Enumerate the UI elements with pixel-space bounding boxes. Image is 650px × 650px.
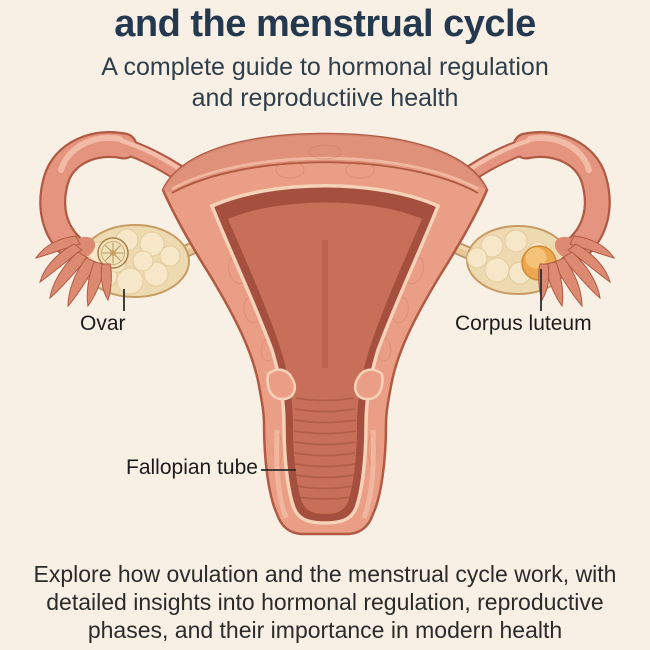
footer-line-1: Explore how ovulation and the menstrual … [33, 561, 617, 587]
corpus-luteum-label: Corpus luteum [455, 312, 592, 335]
page-subtitle: A complete guide to hormonal regulation … [0, 52, 650, 115]
follicle [97, 237, 129, 269]
uterus [161, 132, 489, 536]
internal-os-folds [266, 368, 384, 401]
uterine-cavity [228, 202, 422, 514]
footer-line-3: phases, and their importance in modern h… [87, 617, 563, 644]
page-title: and the menstrual cycle [114, 3, 536, 45]
ovary-label: Ovar [80, 312, 126, 335]
fallopian-tube-label: Fallopian tube [126, 456, 258, 479]
subtitle-line-2: and reproductiive health [191, 83, 459, 112]
canal-ribs [293, 397, 357, 500]
fundus-seam-highlight [171, 156, 479, 191]
fundus-shading [163, 134, 487, 193]
footer-text: Explore how ovulation and the menstrual … [0, 560, 650, 644]
fundus-seam [171, 161, 479, 194]
left-fimbriae [34, 235, 112, 308]
leader-lines [123, 269, 542, 471]
left-fallopian-tube [39, 131, 215, 262]
footer-line-2: detailed insights into hormonal regulati… [46, 589, 604, 616]
header: and the menstrual cycle A complete guide… [0, 0, 650, 114]
subtitle-line-1: A complete guide to hormonal regulation [101, 52, 549, 81]
